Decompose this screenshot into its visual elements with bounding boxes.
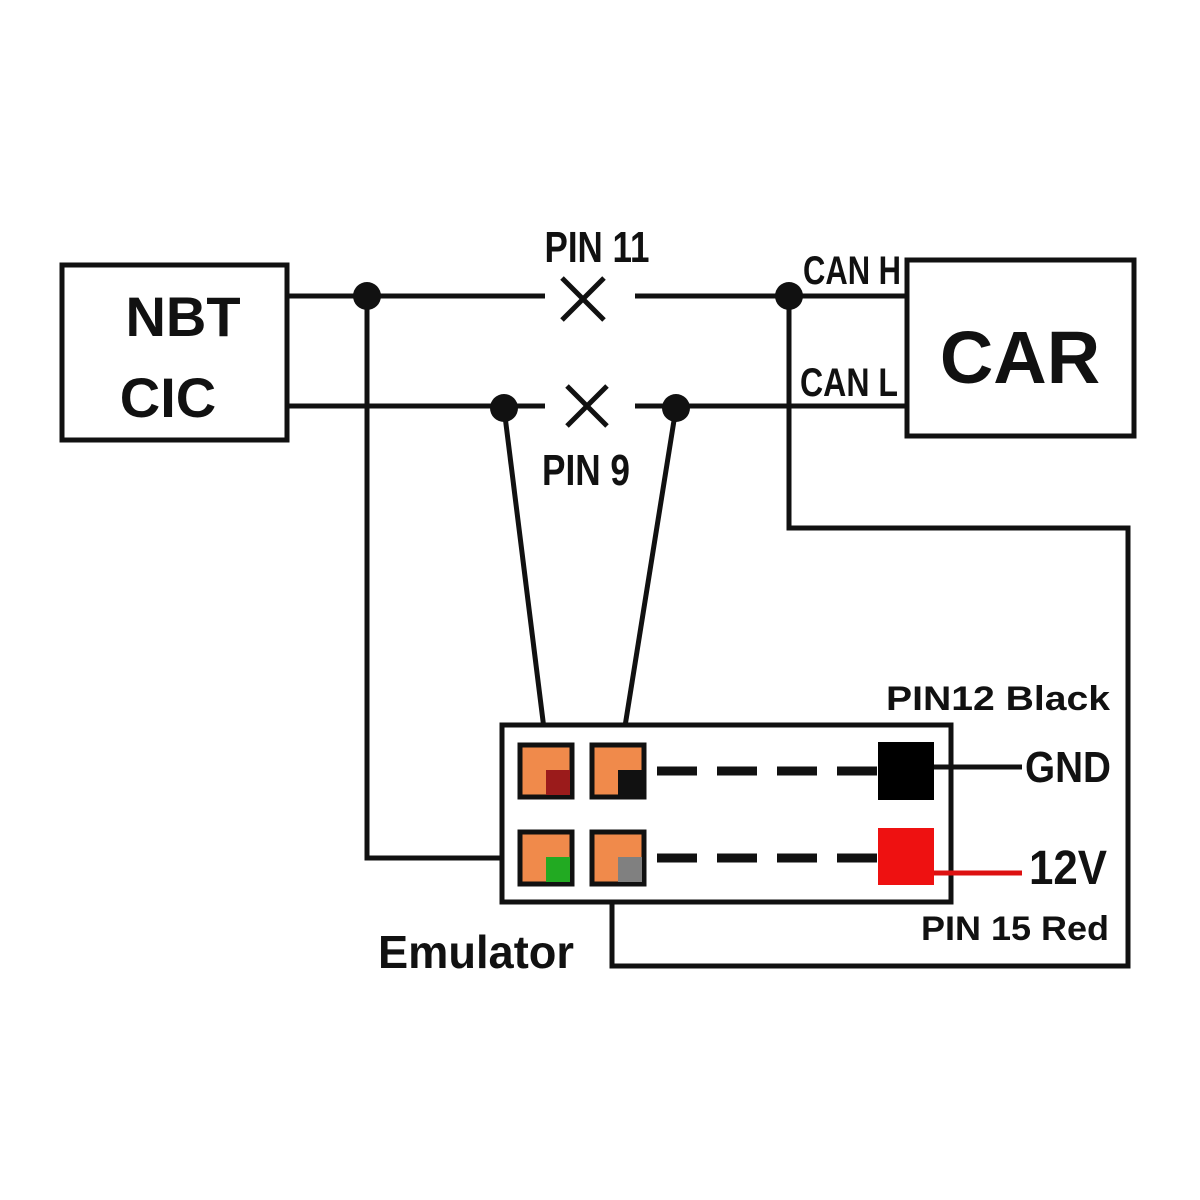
nbt-cic-box: NBT CIC xyxy=(59,262,290,443)
pin12-label: PIN12 Black xyxy=(886,680,1110,718)
emulator-block xyxy=(499,722,954,905)
can-l-left-to-emulator-wire xyxy=(501,407,549,746)
nbt-can-h-to-emulator-wire xyxy=(364,296,520,861)
gnd-terminal xyxy=(878,742,934,800)
v12-label: 12V xyxy=(1029,842,1107,895)
pin11-label: PIN 11 xyxy=(545,223,650,272)
car-label: CAR xyxy=(940,316,1100,399)
emulator-pin-top-left xyxy=(517,742,575,800)
car-box: CAR xyxy=(904,257,1137,439)
can-l-right-to-emulator-wire xyxy=(619,407,679,746)
emulator-pin-bottom-right xyxy=(589,829,647,887)
car-can-h-to-emulator-wire xyxy=(609,296,1131,969)
can-l-label: CAN L xyxy=(800,361,898,405)
pin9-label: PIN 9 xyxy=(542,446,630,495)
emulator-pin-bottom-left xyxy=(517,829,575,887)
emulator-label: Emulator xyxy=(378,926,574,978)
nbt-label: NBT xyxy=(125,285,240,348)
cic-label: CIC xyxy=(120,366,216,429)
gnd-label: GND xyxy=(1025,743,1111,792)
v12-terminal xyxy=(878,828,934,885)
pin9-cut-icon xyxy=(565,384,609,428)
pin11-cut-icon xyxy=(560,276,606,322)
junction-dot-nbt-can-l xyxy=(490,394,518,422)
junction-dot-car-can-l xyxy=(662,394,690,422)
junction-dot-car-can-h xyxy=(775,282,803,310)
emulator-pin-top-right xyxy=(589,742,647,800)
junction-dot-nbt-can-h xyxy=(353,282,381,310)
pin15-label: PIN 15 Red xyxy=(921,910,1109,948)
can-h-label: CAN H xyxy=(803,249,901,293)
